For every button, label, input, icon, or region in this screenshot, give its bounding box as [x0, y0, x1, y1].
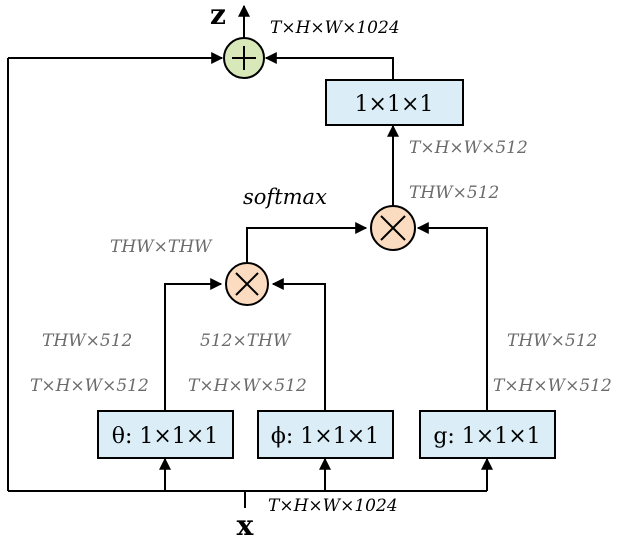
arrow-theta-to-mul	[164, 278, 223, 411]
arrow-softmax	[246, 222, 368, 263]
out-conv-input-dim-label: T×H×W×512	[409, 138, 528, 158]
phi-conv-label: ϕ: 1×1×1	[271, 424, 379, 449]
left-mul-output-dim-label: THW×THW	[110, 237, 213, 257]
theta-conv-label: θ: 1×1×1	[112, 424, 219, 449]
theta-reshape-label: THW×512	[42, 331, 132, 351]
arrow-phi-to-mul	[271, 278, 326, 411]
phi-conv-box: ϕ: 1×1×1	[257, 410, 394, 459]
right-matmul-operator	[370, 205, 416, 251]
arrow-to-add	[264, 52, 394, 80]
g-conv-box: g: 1×1×1	[419, 410, 556, 459]
theta-dim-label: T×H×W×512	[30, 376, 149, 396]
output-z-label: z	[210, 0, 226, 31]
output-dim-label: T×H×W×1024	[270, 18, 400, 38]
input-x-label: x	[237, 509, 254, 542]
phi-reshape-label: 512×THW	[200, 331, 292, 351]
output-conv-label: 1×1×1	[355, 92, 434, 117]
right-mul-output-dim-label: THW×512	[409, 183, 499, 203]
theta-conv-box: θ: 1×1×1	[97, 410, 234, 459]
left-matmul-operator	[225, 262, 269, 306]
phi-dim-label: T×H×W×512	[188, 376, 307, 396]
g-conv-label: g: 1×1×1	[433, 424, 540, 449]
softmax-label: softmax	[243, 185, 327, 209]
g-reshape-label: THW×512	[507, 331, 597, 351]
arrow-g-to-mul	[416, 222, 488, 411]
connections	[7, 4, 493, 508]
output-conv-box: 1×1×1	[325, 79, 464, 126]
g-dim-label: T×H×W×512	[493, 376, 612, 396]
add-operator	[223, 37, 265, 79]
input-dim-label: T×H×W×1024	[268, 496, 398, 516]
